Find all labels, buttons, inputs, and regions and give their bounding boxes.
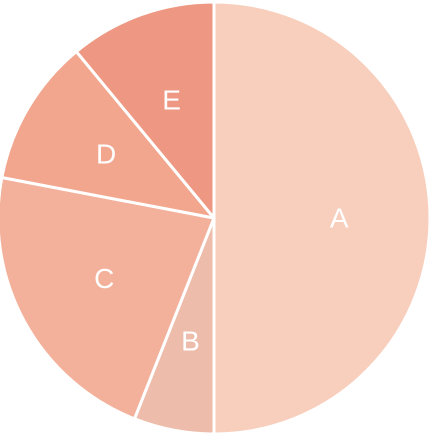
- pie-slice-c: [0, 176, 216, 421]
- pie-label-c: C: [94, 263, 114, 294]
- pie-slice-d: [0, 50, 216, 220]
- pie-slice-a: [212, 0, 430, 436]
- pie-slice-e: [74, 0, 216, 220]
- pie-label-b: B: [181, 326, 200, 357]
- pie-labels: A B C D E: [94, 85, 349, 357]
- pie-label-a: A: [330, 203, 349, 234]
- pie-label-e: E: [162, 85, 181, 116]
- pie-label-d: D: [96, 139, 116, 170]
